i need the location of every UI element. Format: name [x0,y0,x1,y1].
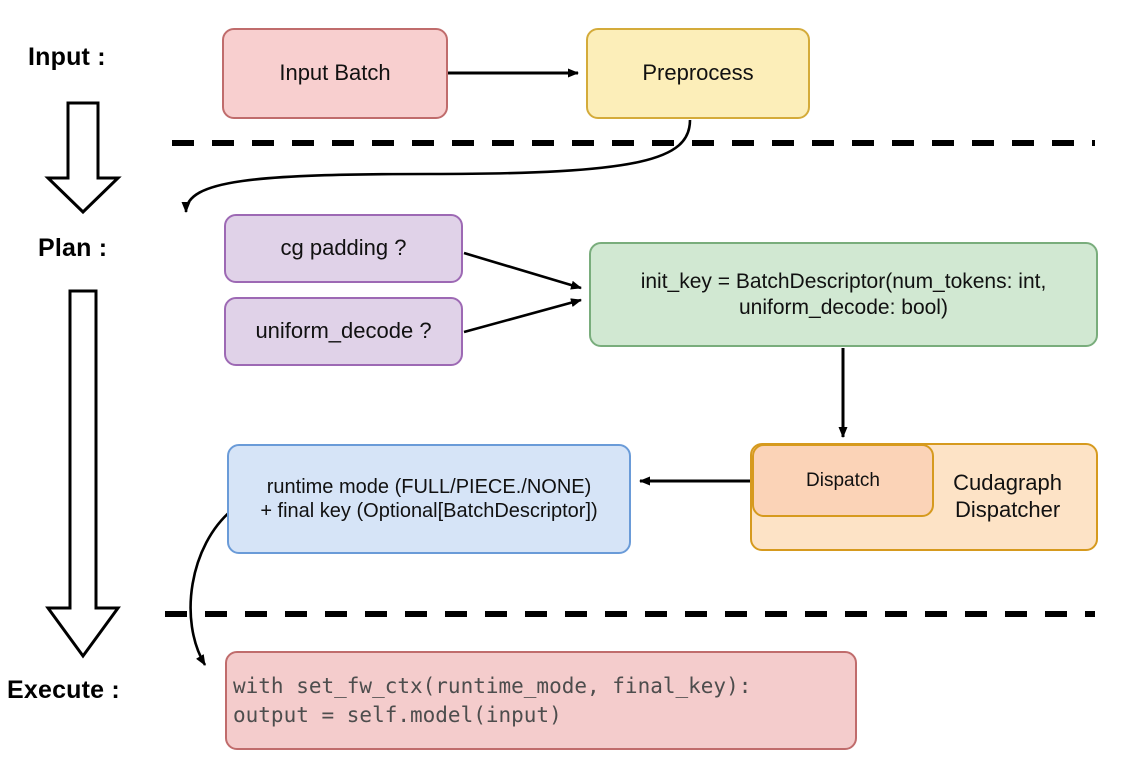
stage-label-plan: Plan : [38,234,108,262]
edge-uniform-decode-to-init-key [463,298,582,334]
node-init-key[interactable]: init_key = BatchDescriptor(num_tokens: i… [589,242,1098,347]
edge-runtime-mode-to-code-block [189,509,233,666]
node-preprocess[interactable]: Preprocess [586,28,810,119]
edge-cg-padding-to-init-key [463,251,582,290]
node-runtime-mode[interactable]: runtime mode (FULL/PIECE./NONE) + final … [227,444,631,554]
stage-label-execute: Execute : [7,676,120,704]
stage-label-input: Input : [28,43,106,71]
plan-to-execute-arrow [45,289,121,659]
input-to-plan-arrow [44,101,122,215]
node-input-batch[interactable]: Input Batch [222,28,448,119]
node-cg-padding[interactable]: cg padding ? [224,214,463,283]
node-uniform-decode[interactable]: uniform_decode ? [224,297,463,366]
edge-preprocess-to-cg-padding [181,119,692,213]
node-dispatch[interactable]: Dispatch [752,444,934,517]
node-code-block[interactable]: with set_fw_ctx(runtime_mode, final_key)… [225,651,857,750]
